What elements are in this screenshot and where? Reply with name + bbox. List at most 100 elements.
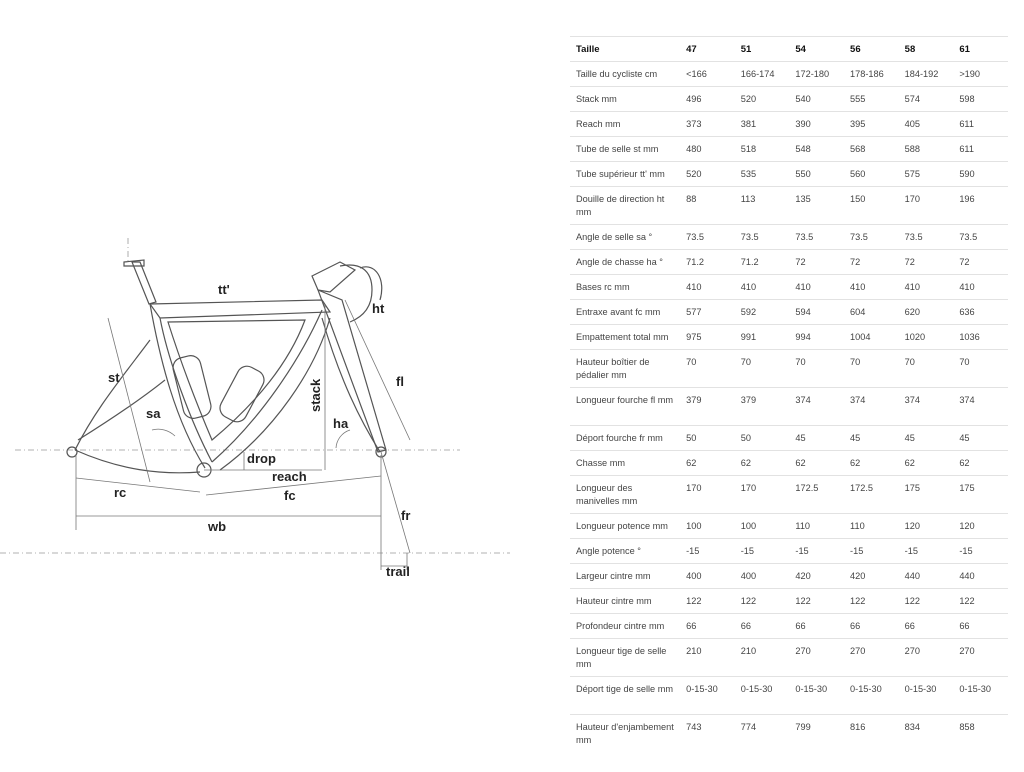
table-cell: 172-180 bbox=[789, 61, 845, 87]
table-cell: 743 bbox=[680, 714, 735, 753]
label-rc: rc bbox=[114, 485, 126, 500]
table-cell: 270 bbox=[953, 638, 1008, 677]
table-cell: 120 bbox=[953, 513, 1008, 539]
label-ht: ht bbox=[372, 301, 385, 316]
table-cell: 196 bbox=[953, 186, 1008, 225]
row-label: Chasse mm bbox=[570, 450, 681, 476]
table-cell: 100 bbox=[734, 513, 790, 539]
table-header-cell: Taille bbox=[570, 36, 681, 62]
table-cell: 62 bbox=[898, 450, 954, 476]
label-wb: wb bbox=[207, 519, 226, 534]
label-tt: tt' bbox=[218, 282, 230, 297]
geometry-diagram: tt' ht st fl sa stack ha drop reach rc f… bbox=[0, 238, 510, 579]
row-label: Douille de direction ht mm bbox=[570, 186, 681, 225]
table-cell: 374 bbox=[898, 387, 954, 426]
table-cell: 379 bbox=[734, 387, 790, 426]
table-cell: 170 bbox=[898, 186, 954, 225]
table-cell: 0-15-30 bbox=[734, 676, 790, 715]
table-header-cell: 51 bbox=[734, 36, 790, 62]
table-cell: 175 bbox=[953, 475, 1008, 514]
table-header-cell: 54 bbox=[789, 36, 845, 62]
table-cell: 374 bbox=[844, 387, 899, 426]
table-cell: 480 bbox=[680, 136, 735, 162]
table-cell: 410 bbox=[680, 274, 735, 300]
table-cell: 70 bbox=[789, 349, 845, 388]
label-trail: trail bbox=[386, 564, 410, 579]
table-cell: 520 bbox=[734, 86, 790, 112]
table-cell: 636 bbox=[953, 299, 1008, 325]
row-label: Empattement total mm bbox=[570, 324, 681, 350]
table-cell: 0-15-30 bbox=[844, 676, 899, 715]
table-cell: 405 bbox=[898, 111, 954, 137]
table-cell: 1004 bbox=[844, 324, 899, 350]
table-cell: 122 bbox=[898, 588, 954, 614]
table-cell: 440 bbox=[953, 563, 1008, 589]
table-cell: 420 bbox=[844, 563, 899, 589]
table-cell: 395 bbox=[844, 111, 899, 137]
table-cell: 991 bbox=[734, 324, 790, 350]
table-cell: 410 bbox=[734, 274, 790, 300]
table-cell: 373 bbox=[680, 111, 735, 137]
table-cell: 73.5 bbox=[680, 224, 735, 250]
table-cell: 410 bbox=[789, 274, 845, 300]
row-label: Longueur tige de selle mm bbox=[570, 638, 681, 677]
table-cell: 994 bbox=[789, 324, 845, 350]
row-label: Tube de selle st mm bbox=[570, 136, 681, 162]
table-cell: 150 bbox=[844, 186, 899, 225]
table-cell: 122 bbox=[844, 588, 899, 614]
table-cell: 66 bbox=[844, 613, 899, 639]
table-cell: 122 bbox=[734, 588, 790, 614]
table-cell: 70 bbox=[953, 349, 1008, 388]
table-cell: 420 bbox=[789, 563, 845, 589]
table-cell: 73.5 bbox=[953, 224, 1008, 250]
table-cell: 270 bbox=[844, 638, 899, 677]
table-cell: 210 bbox=[734, 638, 790, 677]
table-cell: 410 bbox=[953, 274, 1008, 300]
row-label: Bases rc mm bbox=[570, 274, 681, 300]
table-cell: 72 bbox=[953, 249, 1008, 275]
reference-lines bbox=[0, 238, 510, 554]
table-cell: 100 bbox=[680, 513, 735, 539]
label-ha: ha bbox=[333, 416, 349, 431]
table-cell: 73.5 bbox=[898, 224, 954, 250]
table-cell: 71.2 bbox=[734, 249, 790, 275]
table-cell: 71.2 bbox=[680, 249, 735, 275]
row-label: Angle de selle sa ° bbox=[570, 224, 681, 250]
label-stack: stack bbox=[308, 378, 323, 412]
table-cell: 184-192 bbox=[898, 61, 954, 87]
table-cell: 577 bbox=[680, 299, 735, 325]
table-cell: 210 bbox=[680, 638, 735, 677]
table-cell: 73.5 bbox=[844, 224, 899, 250]
table-cell: 518 bbox=[734, 136, 790, 162]
table-cell: 496 bbox=[680, 86, 735, 112]
table-cell: 66 bbox=[680, 613, 735, 639]
row-label: Longueur potence mm bbox=[570, 513, 681, 539]
table-cell: 535 bbox=[734, 161, 790, 187]
table-cell: 66 bbox=[789, 613, 845, 639]
table-cell: 410 bbox=[844, 274, 899, 300]
table-cell: 270 bbox=[898, 638, 954, 677]
row-label: Angle potence ° bbox=[570, 538, 681, 564]
row-label: Longueur des manivelles mm bbox=[570, 475, 681, 514]
table-cell: 611 bbox=[953, 136, 1008, 162]
table-cell: -15 bbox=[734, 538, 790, 564]
table-cell: 62 bbox=[953, 450, 1008, 476]
table-cell: 62 bbox=[680, 450, 735, 476]
table-cell: -15 bbox=[953, 538, 1008, 564]
table-cell: 110 bbox=[789, 513, 845, 539]
table-cell: 560 bbox=[844, 161, 899, 187]
table-cell: 540 bbox=[789, 86, 845, 112]
table-cell: -15 bbox=[898, 538, 954, 564]
table-cell: 172.5 bbox=[844, 475, 899, 514]
